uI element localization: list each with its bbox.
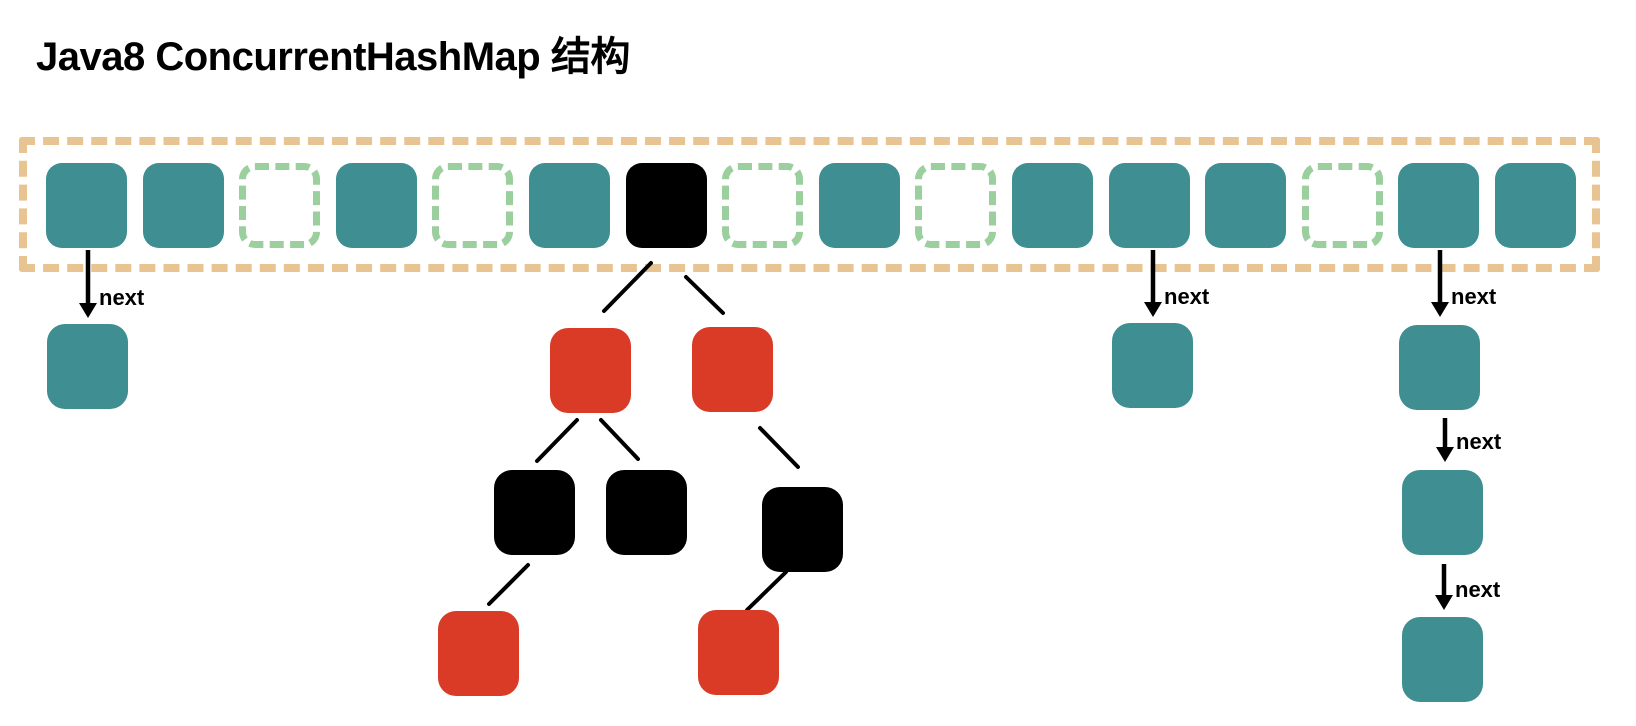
bucket-cell-7-empty xyxy=(722,163,804,248)
bucket-cell-4-empty xyxy=(432,163,514,248)
bucket-cell-1-filled xyxy=(142,163,224,248)
next-arrow-head-icon xyxy=(79,303,97,318)
bucket-cell-5-filled xyxy=(528,163,610,248)
next-arrow-head-icon xyxy=(1436,447,1454,462)
next-label-0: next xyxy=(99,285,145,310)
next-arrow-head-icon xyxy=(1431,302,1449,317)
tree-black-node-1 xyxy=(494,470,575,555)
tree-edge-4 xyxy=(758,426,800,469)
tree-red-node-2 xyxy=(692,327,773,412)
bucket-cell-9-empty xyxy=(915,163,997,248)
bucket-cell-6-treeified xyxy=(625,163,707,248)
bucket-cell-2-empty xyxy=(239,163,321,248)
bucket-cell-3-filled xyxy=(335,163,417,248)
bucket-cell-13-empty xyxy=(1301,163,1383,248)
next-label-4: next xyxy=(1455,577,1501,602)
next-label-2: next xyxy=(1451,284,1497,309)
tree-edge-2 xyxy=(535,418,579,463)
bucket-cell-8-filled xyxy=(818,163,900,248)
page-title: Java8 ConcurrentHashMap 结构 xyxy=(36,35,630,79)
tree-edge-3 xyxy=(599,418,640,461)
list-bucket14-node1 xyxy=(1399,325,1480,410)
bucket-cell-10-filled xyxy=(1011,163,1093,248)
bucket-array-border xyxy=(19,137,1600,272)
list-bucket11-node1 xyxy=(1112,323,1193,408)
bucket-array xyxy=(46,163,1576,248)
bucket-cell-11-filled xyxy=(1108,163,1190,248)
bucket-cell-0-filled xyxy=(46,163,127,248)
bucket-cell-15-filled xyxy=(1494,163,1576,248)
bucket-cell-14-filled xyxy=(1398,163,1480,248)
tree-red-node-1 xyxy=(550,328,631,413)
list-bucket0-node1 xyxy=(47,324,128,409)
tree-edge-5 xyxy=(487,563,530,606)
tree-edge-1 xyxy=(684,275,725,315)
tree-black-node-2 xyxy=(606,470,687,555)
list-bucket14-node2 xyxy=(1402,470,1483,555)
next-label-1: next xyxy=(1164,284,1210,309)
tree-red-node-3 xyxy=(438,611,519,696)
next-label-3: next xyxy=(1456,429,1502,454)
next-arrow-head-icon xyxy=(1435,595,1453,610)
tree-edge-6 xyxy=(745,570,788,612)
bucket-cell-12-filled xyxy=(1205,163,1287,248)
tree-black-node-3 xyxy=(762,487,843,572)
tree-red-node-4 xyxy=(698,610,779,695)
next-arrow-head-icon xyxy=(1144,302,1162,317)
list-bucket14-node3 xyxy=(1402,617,1483,702)
